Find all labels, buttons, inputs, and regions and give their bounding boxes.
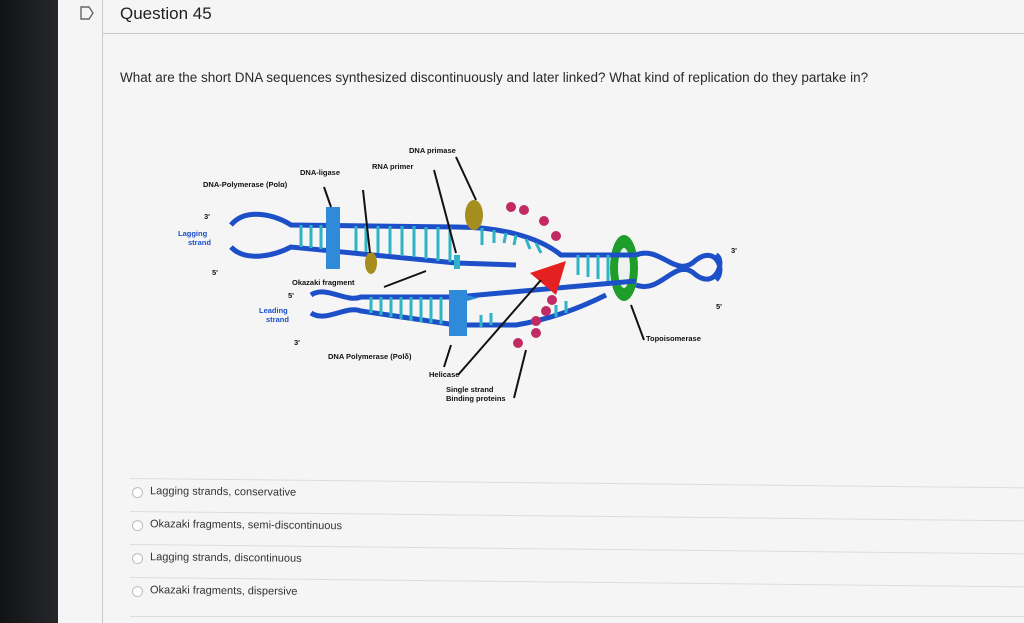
parental-helix xyxy=(635,250,723,290)
label-dna-primase: DNA primase xyxy=(409,146,456,155)
radio-button[interactable] xyxy=(131,553,144,565)
label-rna-primer: RNA primer xyxy=(372,162,413,171)
label-dna-polymerase-delta: DNA Polymerase (Polδ) xyxy=(328,352,412,361)
leading-strand-top xyxy=(309,278,637,301)
ssb-proteins xyxy=(506,202,561,348)
dna-polymerase-delta-block xyxy=(449,290,467,336)
label-3prime-lag: 3' xyxy=(204,212,210,221)
polymerase-alpha xyxy=(365,252,377,274)
leading-strand-bottom xyxy=(309,292,608,328)
question-page: Question 45 What are the short DNA seque… xyxy=(58,0,1024,623)
lagging-strand-bottom xyxy=(229,244,517,268)
radio-button[interactable] xyxy=(131,586,144,598)
label-lagging-strand: Lagging xyxy=(178,229,208,238)
label-5prime-lag: 5' xyxy=(212,268,218,277)
label-3prime-lead: 3' xyxy=(294,338,300,347)
leading-base-pairs xyxy=(369,297,568,327)
lagging-strand-top xyxy=(229,211,636,258)
answer-list: Lagging strands, conservative Okazaki fr… xyxy=(129,478,1024,620)
answer-label: Lagging strands, conservative xyxy=(149,485,297,499)
bottom-divider xyxy=(130,616,1024,617)
label-dna-polymerase-alpha: DNA-Polymerase (Polα) xyxy=(203,180,288,189)
label-topoisomerase: Topoisomerase xyxy=(646,334,701,343)
answer-label: Lagging strands, discontinuous xyxy=(149,551,302,565)
label-3prime-right: 3' xyxy=(731,246,737,255)
label-leading-strand: Leading xyxy=(259,306,288,315)
radio-button[interactable] xyxy=(131,487,144,499)
question-title: Question 45 xyxy=(120,4,212,23)
svg-text:Binding proteins: Binding proteins xyxy=(446,394,506,403)
header-divider xyxy=(102,33,1024,34)
radio-button[interactable] xyxy=(131,520,144,532)
label-5prime-right: 5' xyxy=(716,302,722,311)
label-5prime-lead: 5' xyxy=(288,291,294,300)
svg-text:strand: strand xyxy=(188,238,211,247)
rna-primer xyxy=(454,255,460,269)
gutter-divider xyxy=(102,0,103,623)
left-sidebar xyxy=(0,0,58,623)
polymerase-arrow xyxy=(467,295,478,301)
label-okazaki-fragment: Okazaki fragment xyxy=(292,278,355,287)
answer-label: Okazaki fragments, semi-discontinuous xyxy=(149,518,343,533)
flag-icon[interactable] xyxy=(78,4,96,22)
dna-ligase-block xyxy=(326,207,340,269)
label-dna-ligase: DNA-ligase xyxy=(300,168,340,177)
helicase-shape xyxy=(530,261,566,295)
dna-primase-shape xyxy=(465,200,483,230)
label-helicase: Helicase xyxy=(429,370,459,379)
question-text: What are the short DNA sequences synthes… xyxy=(120,70,869,85)
label-ssb: Single strand xyxy=(446,385,494,394)
dna-replication-diagram: DNA primase RNA primer DNA-ligase DNA-Po… xyxy=(178,146,737,403)
svg-text:strand: strand xyxy=(266,315,289,324)
answer-label: Okazaki fragments, dispersive xyxy=(149,584,298,598)
